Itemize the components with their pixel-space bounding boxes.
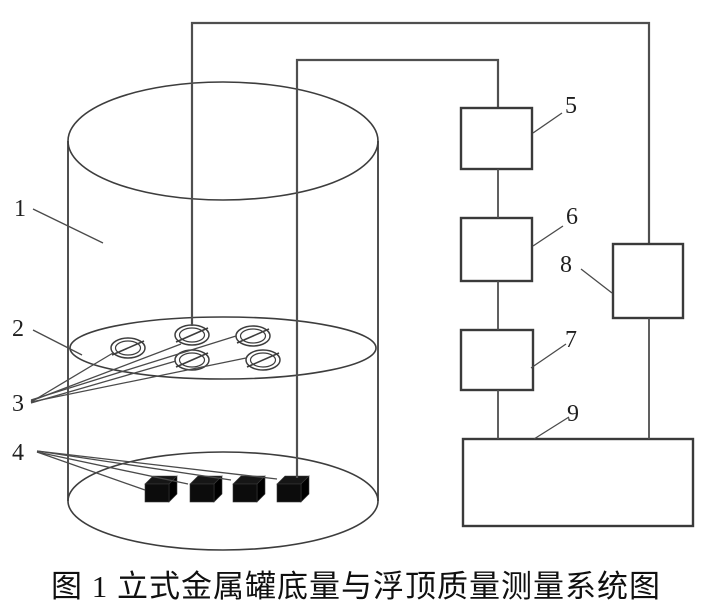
tank-shell (67, 81, 379, 551)
label-7: 7 (565, 327, 577, 353)
roof-opening-3 (235, 325, 271, 347)
leader-line-7 (530, 343, 567, 369)
device-box-5 (459, 106, 534, 171)
roof-opening-1 (110, 337, 146, 359)
label-1: 1 (14, 196, 26, 222)
label-2: 2 (12, 316, 24, 342)
label-8: 8 (560, 252, 572, 278)
bottom-blocks (144, 475, 310, 503)
leader-line-9 (533, 416, 570, 440)
floating-roof-ellipse (69, 316, 377, 380)
weight-block-3 (232, 475, 266, 503)
device-box-8 (611, 242, 685, 320)
roof-signal-cable (190, 21, 651, 326)
leader-lines-4 (36, 450, 278, 491)
label-5: 5 (565, 93, 577, 119)
leader-line-8 (580, 268, 613, 294)
leader-lines-3 (30, 335, 247, 404)
roof-opening-5 (245, 349, 281, 371)
bottom-signal-cable (295, 58, 500, 478)
device-box-9 (461, 437, 695, 528)
label-3: 3 (12, 391, 24, 417)
leader-line-6 (532, 225, 564, 247)
leader-line-5 (532, 112, 563, 134)
label-9: 9 (567, 401, 579, 427)
leader-line-1 (32, 208, 104, 244)
label-4: 4 (12, 440, 24, 466)
weight-block-2 (189, 475, 223, 503)
label-6: 6 (566, 204, 578, 230)
device-box-6 (459, 216, 534, 283)
weight-block-1 (144, 475, 178, 503)
leader-line-2 (32, 329, 83, 356)
roof-opening-2 (174, 324, 210, 346)
roof-openings (110, 324, 281, 371)
device-box-7 (459, 328, 535, 392)
tank-bottom-ellipse (67, 451, 379, 551)
weight-block-4 (276, 475, 310, 503)
tank-top-ellipse (67, 81, 379, 201)
figure-caption: 图 1 立式金属罐底量与浮顶质量测量系统图 (51, 569, 661, 604)
